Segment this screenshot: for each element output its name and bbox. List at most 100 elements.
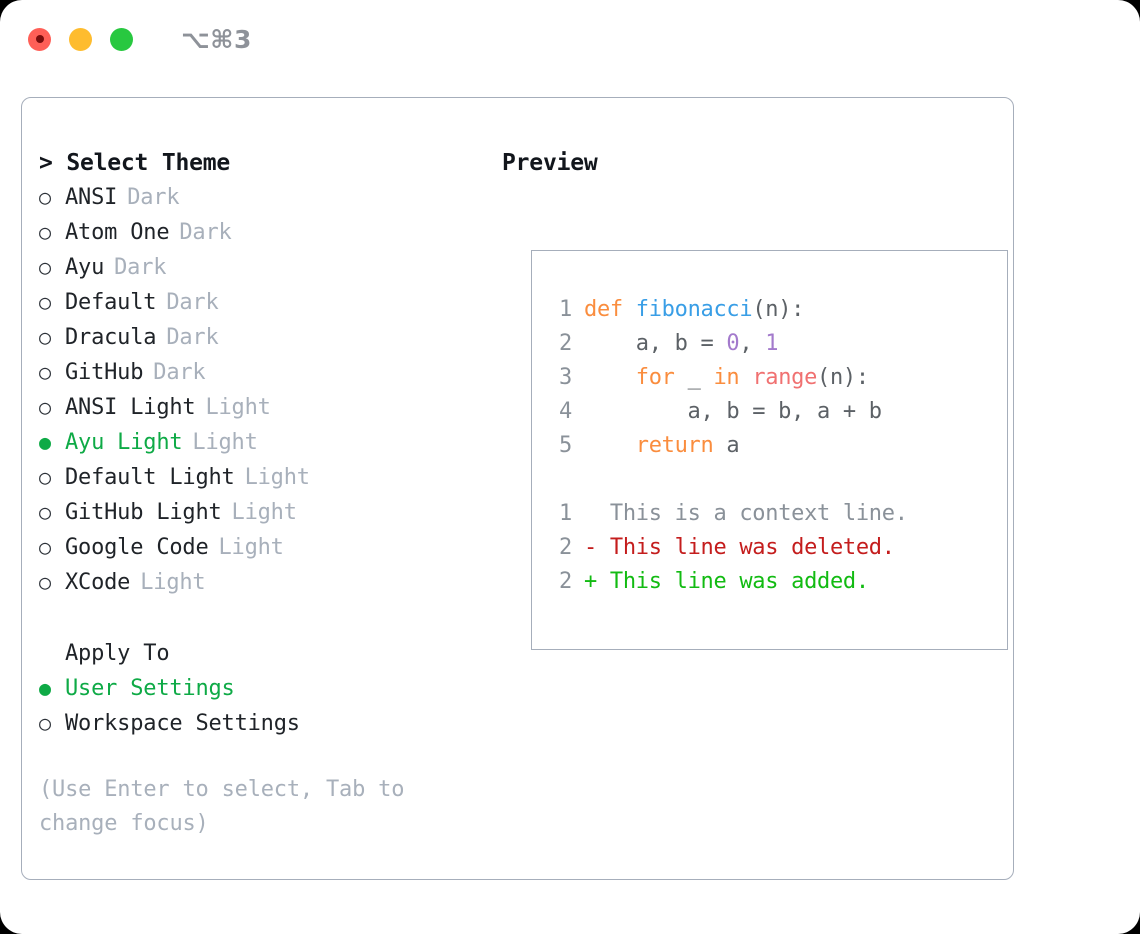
theme-option-label: Ayu Light [65, 430, 183, 455]
close-button[interactable] [28, 27, 51, 51]
code-line-content: def fibonacci(n): [584, 293, 804, 327]
theme-option-label: Default [65, 290, 157, 315]
theme-option-tag: Light [140, 570, 206, 595]
theme-option-label: GitHub [65, 360, 144, 385]
code-line-content: for _ in range(n): [584, 361, 869, 395]
radio-unselected-icon: ○ [39, 255, 51, 279]
code-token-num: 1 [765, 331, 779, 356]
diff-line-content: + This line was added. [584, 565, 869, 599]
minimize-button[interactable] [69, 27, 92, 51]
diff-line-number: 2 [559, 569, 572, 594]
diff-line: 1 This is a context line. [546, 497, 908, 531]
radio-unselected-icon: ○ [39, 570, 51, 594]
diff-text: This is a context line. [609, 501, 908, 526]
radio-unselected-icon: ○ [39, 220, 51, 244]
apply-to-option-user-settings[interactable]: ●User Settings [39, 671, 479, 706]
theme-option-tag: Light [218, 535, 284, 560]
preview-heading: Preview [502, 150, 598, 176]
apply-to-option-workspace-settings[interactable]: ○ Workspace Settings [39, 706, 479, 741]
code-token-txt: a [713, 433, 740, 458]
apply-to-marker-placeholder: ○ [39, 636, 65, 670]
diff-line: 2- This line was deleted. [546, 531, 908, 565]
diff-sign: + [584, 569, 597, 594]
theme-option-label: Default Light [65, 465, 235, 490]
theme-option-label: ANSI Light [65, 395, 196, 420]
code-token-kw: for [635, 365, 675, 390]
code-token-punc: (n): [752, 297, 805, 322]
diff-text: This line was added. [609, 569, 869, 594]
code-token-txt: _ [674, 365, 714, 390]
code-token-num: 0 [726, 331, 740, 356]
theme-option-xcode[interactable]: ○ XCode Light [39, 565, 479, 600]
code-token-txt [739, 365, 752, 390]
theme-option-atom-one[interactable]: ○ Atom One Dark [39, 215, 479, 250]
radio-unselected-icon: ○ [39, 500, 51, 524]
theme-option-github[interactable]: ○ GitHub Dark [39, 355, 479, 390]
section-spacer [39, 600, 479, 636]
theme-option-tag: Dark [179, 220, 232, 245]
code-token-txt [584, 433, 636, 458]
theme-option-ayu[interactable]: ○ Ayu Dark [39, 250, 479, 285]
diff-line-number: 2 [559, 535, 572, 560]
theme-option-tag: Dark [153, 360, 206, 385]
code-line: 3 for _ in range(n): [546, 361, 882, 395]
apply-to-heading: ○Apply To [39, 636, 479, 671]
diff-line-content: - This line was deleted. [584, 531, 895, 565]
theme-option-tag: Light [205, 395, 271, 420]
code-line-number: 5 [559, 433, 572, 458]
diff-line-number: 1 [559, 501, 572, 526]
theme-option-label: Dracula [65, 325, 157, 350]
diff-line: 2 + This line was added. [546, 565, 908, 599]
apply-to-title: Apply To [65, 641, 170, 666]
code-token-txt: , [739, 331, 766, 356]
traffic-light-group [28, 27, 133, 51]
theme-option-label: XCode [65, 570, 131, 595]
theme-option-label: Atom One [65, 220, 170, 245]
code-token-punc: (n): [817, 365, 869, 390]
radio-unselected-icon: ○ [39, 711, 51, 735]
theme-option-tag: Dark [114, 255, 167, 280]
keyboard-hint: (Use Enter to select, Tab to change focu… [39, 777, 405, 836]
diff-line-content: This is a context line. [584, 497, 908, 531]
radio-selected-icon: ● [39, 676, 51, 700]
code-token-txt: a, b = [584, 331, 727, 356]
code-token-txt: a, b = b, a + b [584, 399, 883, 424]
maximize-button[interactable] [110, 27, 133, 51]
code-line: 5 return a [546, 429, 882, 463]
code-token-kw: in [713, 365, 740, 390]
theme-option-tag: Light [244, 465, 310, 490]
radio-unselected-icon: ○ [39, 325, 51, 349]
code-line-content: a, b = 0, 1 [584, 327, 779, 361]
code-token-call: range [752, 365, 818, 390]
code-line-number: 4 [559, 399, 572, 424]
theme-option-label: Ayu [65, 255, 105, 280]
radio-unselected-icon: ○ [39, 360, 51, 384]
radio-selected-icon: ● [39, 430, 51, 454]
apply-to-option-label: Workspace Settings [65, 711, 300, 736]
theme-option-label: GitHub Light [65, 500, 222, 525]
diff-text: This line was deleted. [609, 535, 895, 560]
caret-icon: > [39, 150, 53, 176]
select-theme-heading: > Select Theme [39, 146, 479, 180]
radio-unselected-icon: ○ [39, 290, 51, 314]
diff-sign: - [584, 535, 597, 560]
title-bar: ⌥⌘3 [0, 0, 1140, 78]
code-line-content: a, b = b, a + b [584, 395, 883, 429]
theme-option-label: ANSI [65, 185, 118, 210]
apply-to-list: ●User Settings ○ Workspace Settings [39, 671, 479, 741]
